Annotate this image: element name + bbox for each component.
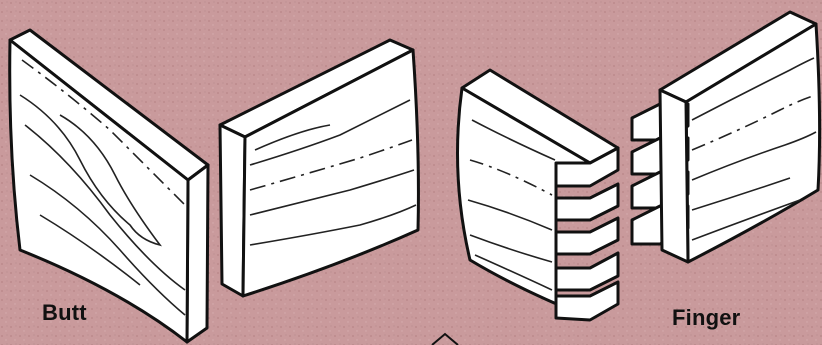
butt-left-board-side xyxy=(187,165,208,342)
butt-label: Butt xyxy=(42,300,87,326)
butt-right-board-end xyxy=(220,125,245,296)
finger-right-board-end xyxy=(660,90,688,262)
finger-label: Finger xyxy=(672,305,740,331)
